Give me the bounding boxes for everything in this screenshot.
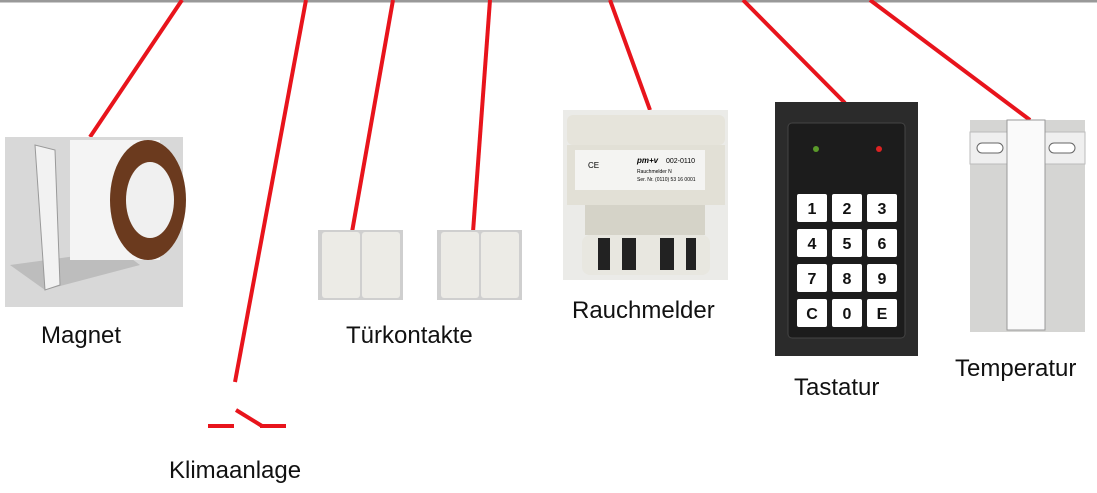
svg-text:pm+v: pm+v xyxy=(636,156,659,165)
keypad-key-label: 3 xyxy=(878,201,887,218)
keypad-key xyxy=(832,194,862,222)
keypad-key-label: E xyxy=(877,306,888,323)
wire-magnet xyxy=(88,0,184,139)
keypad-key-label: 0 xyxy=(843,306,852,323)
switch-symbol xyxy=(208,408,286,428)
wires xyxy=(88,0,1032,428)
keypad-key-label: 4 xyxy=(808,236,817,253)
keypad-key-label: 1 xyxy=(808,201,817,218)
door-contact-1 xyxy=(318,230,403,300)
svg-text:Ser. Nr. (0110) 53 16 0001: Ser. Nr. (0110) 53 16 0001 xyxy=(637,177,696,183)
smoke-detector-image: CE pm+v 002-0110 Rauchmelder N Ser. Nr. … xyxy=(563,110,728,280)
label-tastatur: Tastatur xyxy=(794,374,880,401)
temperature-sensor-image xyxy=(969,119,1086,332)
wire-tuer-1 xyxy=(350,0,395,233)
keypad-key xyxy=(797,229,827,257)
wire-rauch xyxy=(608,0,652,111)
keypad-key-label: 5 xyxy=(843,236,852,253)
keypad-key xyxy=(867,299,897,327)
keypad-key-label: 7 xyxy=(808,271,817,288)
keypad-key-label: 8 xyxy=(843,271,852,288)
keypad-key xyxy=(832,229,862,257)
svg-text:002-0110: 002-0110 xyxy=(666,158,695,165)
keypad-key xyxy=(867,229,897,257)
svg-text:Rauchmelder N: Rauchmelder N xyxy=(637,169,672,175)
keypad-key xyxy=(832,264,862,292)
wire-klima xyxy=(233,0,308,383)
keypad-key xyxy=(832,299,862,327)
svg-text:CE: CE xyxy=(588,161,599,170)
keypad-image: 1 2 3 4 5 6 7 8 9C 0 E xyxy=(775,102,918,356)
label-magnet: Magnet xyxy=(41,322,122,349)
wire-tastatur xyxy=(741,0,847,105)
keypad-key xyxy=(867,194,897,222)
keypad-key xyxy=(797,264,827,292)
keypad-key-label: 2 xyxy=(843,201,852,218)
keypad-key xyxy=(867,264,897,292)
keypad-key-label: 6 xyxy=(878,236,887,253)
keypad-key-label: 9 xyxy=(878,271,887,288)
door-contact-2 xyxy=(437,230,522,300)
wire-tuer-2 xyxy=(471,0,492,233)
label-klimaanlage: Klimaanlage xyxy=(169,457,302,484)
keypad-key xyxy=(797,299,827,327)
wire-temperatur xyxy=(868,0,1032,122)
label-temperatur: Temperatur xyxy=(955,355,1077,382)
label-tuerkontakte: Türkontakte xyxy=(346,322,473,349)
keypad-key-label: C xyxy=(806,306,818,323)
keypad-key xyxy=(797,194,827,222)
magnet-image xyxy=(5,137,186,307)
label-rauchmelder: Rauchmelder xyxy=(572,297,715,324)
